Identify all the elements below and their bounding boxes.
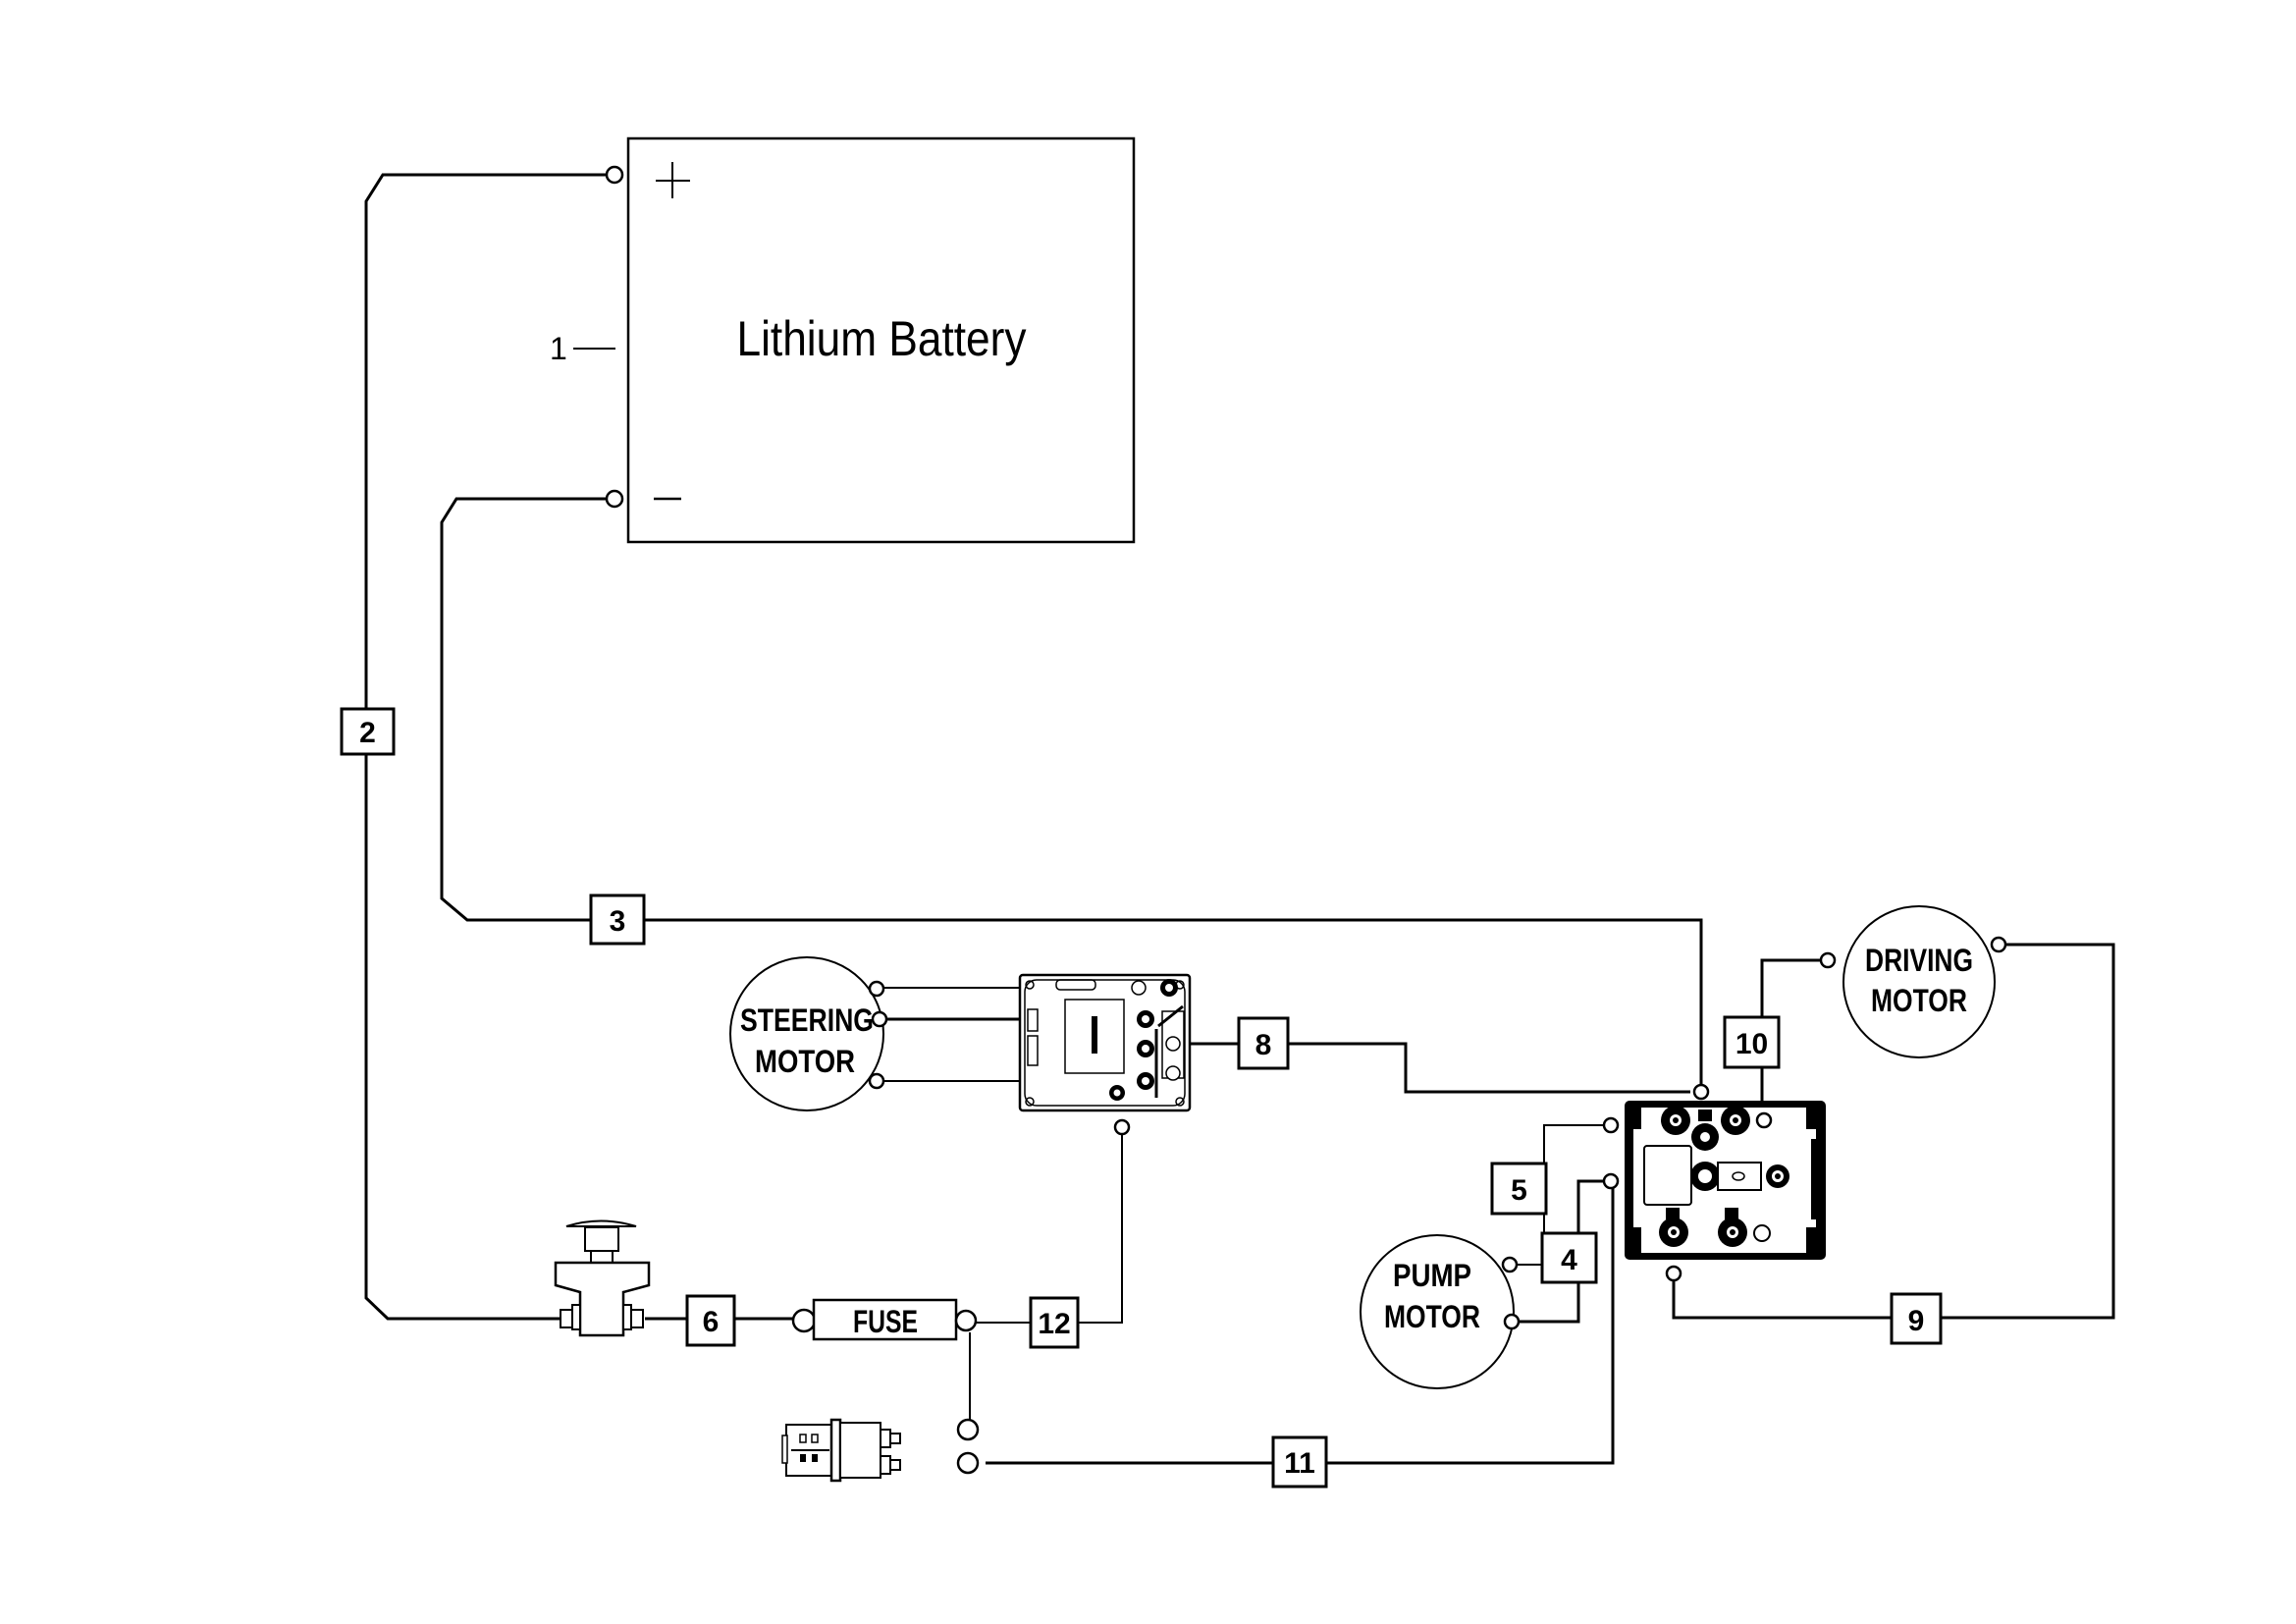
battery-negative-terminal[interactable]	[605, 489, 624, 509]
wire-2	[364, 173, 608, 1321]
wire-9	[1672, 943, 2115, 1320]
battery-positive-terminal[interactable]	[605, 165, 624, 185]
wire-label-8: 8	[1237, 1016, 1290, 1070]
driving-motor-terminal-2[interactable]	[1990, 936, 2007, 953]
main-controller-terminal-4[interactable]	[1602, 1172, 1620, 1190]
wire-label-11: 11	[1271, 1435, 1328, 1489]
main-controller-terminal-10[interactable]	[1755, 1111, 1773, 1129]
wire-3	[440, 497, 1703, 1084]
pump-motor[interactable]: PUMP MOTOR	[1360, 1234, 1515, 1389]
svg-text:MOTOR: MOTOR	[1384, 1299, 1480, 1334]
contactor-terminal-1[interactable]	[956, 1418, 980, 1441]
wire-label-4: 4	[1540, 1231, 1598, 1284]
main-controller-b-minus-terminal[interactable]	[1692, 1083, 1710, 1101]
svg-text:FUSE: FUSE	[853, 1304, 918, 1339]
fuse[interactable]: FUSE	[812, 1298, 958, 1341]
steering-controller[interactable]	[1018, 973, 1192, 1112]
svg-text:10: 10	[1735, 1028, 1768, 1060]
steering-controller-power-terminal[interactable]	[1113, 1118, 1131, 1136]
driving-motor[interactable]: DRIVING MOTOR	[1842, 905, 1996, 1058]
driving-motor-terminal-1[interactable]	[1819, 951, 1837, 969]
wire-12	[976, 1134, 1123, 1324]
emergency-stop-switch[interactable]	[554, 1219, 651, 1337]
svg-text:6: 6	[703, 1306, 720, 1338]
svg-text:DRIVING: DRIVING	[1865, 943, 1973, 978]
contactor-terminal-2[interactable]	[956, 1451, 980, 1475]
wire-label-12: 12	[1029, 1296, 1080, 1349]
svg-text:MOTOR: MOTOR	[1871, 983, 1967, 1018]
pump-motor-terminal-2[interactable]	[1503, 1313, 1521, 1330]
wire-label-3: 3	[589, 893, 646, 946]
svg-text:11: 11	[1284, 1447, 1315, 1480]
steering-motor[interactable]: STEERING MOTOR	[729, 956, 884, 1111]
wire-11	[986, 1182, 1615, 1465]
svg-text:3: 3	[610, 905, 626, 938]
wire-label-9: 9	[1890, 1292, 1943, 1345]
steering-motor-terminal-v[interactable]	[871, 1010, 888, 1028]
battery-callout-number: 1	[550, 331, 567, 366]
steering-motor-terminal-w[interactable]	[868, 1072, 885, 1090]
wire-label-6: 6	[685, 1294, 736, 1347]
wire-label-2: 2	[340, 707, 396, 756]
fuse-output-terminal[interactable]	[954, 1309, 978, 1332]
svg-text:9: 9	[1908, 1305, 1925, 1337]
wire-8	[1183, 1042, 1690, 1094]
svg-text:STEERING: STEERING	[740, 1002, 874, 1038]
svg-text:2: 2	[359, 717, 376, 749]
wire-label-5: 5	[1490, 1162, 1548, 1216]
svg-text:8: 8	[1255, 1029, 1272, 1061]
main-controller-terminal-5[interactable]	[1602, 1116, 1620, 1134]
wire-label-10: 10	[1723, 1015, 1781, 1069]
battery-title: Lithium Battery	[737, 311, 1027, 366]
lithium-battery: Lithium Battery	[626, 136, 1136, 544]
svg-text:12: 12	[1038, 1308, 1070, 1340]
svg-text:5: 5	[1511, 1174, 1527, 1207]
main-controller[interactable]	[1625, 1101, 1826, 1260]
pump-motor-terminal-1[interactable]	[1501, 1256, 1519, 1273]
svg-text:4: 4	[1561, 1244, 1577, 1276]
main-contactor[interactable]	[781, 1418, 901, 1483]
svg-text:PUMP: PUMP	[1393, 1258, 1471, 1293]
main-controller-terminal-9[interactable]	[1665, 1265, 1682, 1282]
steering-motor-terminal-u[interactable]	[868, 980, 885, 998]
fuse-input-terminal[interactable]	[791, 1308, 817, 1333]
svg-text:MOTOR: MOTOR	[755, 1044, 855, 1079]
